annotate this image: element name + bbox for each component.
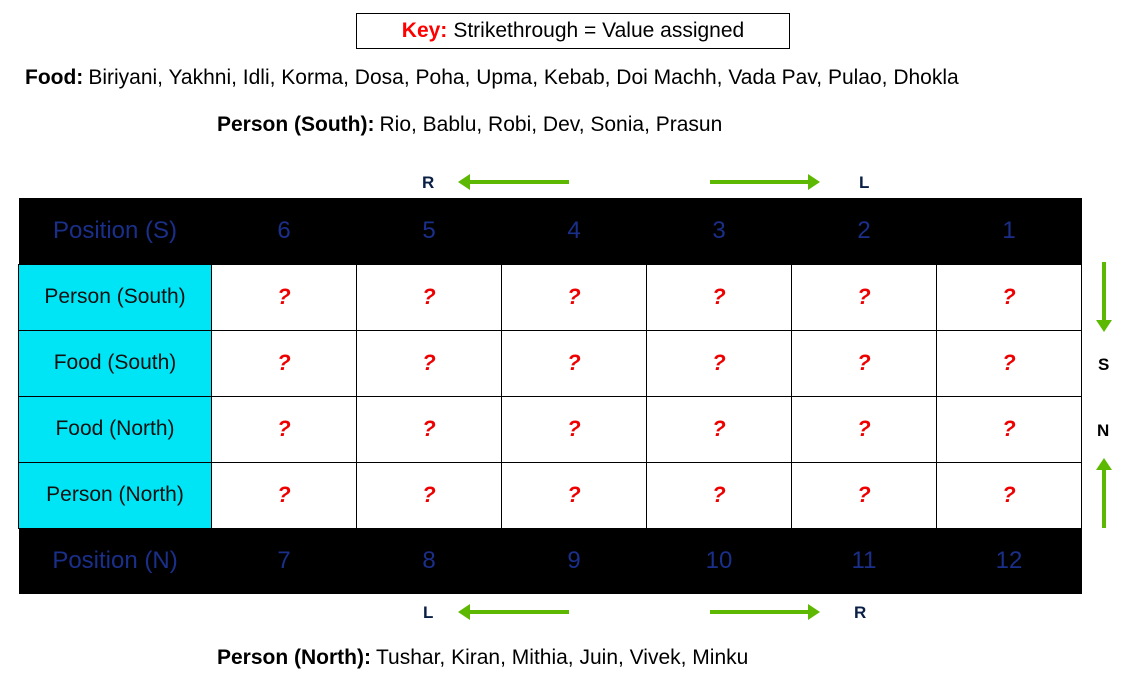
- arrow-left-icon: [458, 604, 569, 620]
- key-legend: Key: Strikethrough = Value assigned: [356, 13, 790, 49]
- position-cell: 5: [356, 198, 502, 264]
- food-north-row: Food (North) ? ? ? ? ? ?: [18, 395, 1082, 463]
- unknown-cell: ?: [646, 461, 792, 529]
- position-cell: 11: [791, 528, 937, 594]
- direction-top-left-label: L: [859, 173, 870, 192]
- position-cell: 3: [646, 198, 792, 264]
- key-text: Strikethrough = Value assigned: [453, 19, 745, 42]
- unknown-cell: ?: [791, 263, 937, 331]
- north-label: N: [1097, 421, 1110, 440]
- unknown-cell: ?: [791, 329, 937, 397]
- arrow-left-icon: [458, 174, 569, 190]
- position-north-label: Position (N): [18, 528, 212, 594]
- unknown-cell: ?: [356, 395, 502, 463]
- arrow-down-icon: [1096, 262, 1112, 332]
- unknown-cell: ?: [356, 329, 502, 397]
- food-south-row: Food (South) ? ? ? ? ? ?: [18, 329, 1082, 397]
- unknown-cell: ?: [936, 461, 1082, 529]
- direction-bottom-right-label: R: [854, 603, 867, 622]
- unknown-cell: ?: [211, 395, 357, 463]
- row-label: Food (South): [18, 329, 212, 397]
- unknown-cell: ?: [211, 329, 357, 397]
- food-items: Biriyani, Yakhni, Idli, Korma, Dosa, Poh…: [88, 66, 959, 89]
- unknown-cell: ?: [501, 329, 647, 397]
- position-north-row: Position (N) 7 8 9 10 11 12: [18, 528, 1082, 594]
- position-cell: 10: [646, 528, 792, 594]
- position-south-row: Position (S) 6 5 4 3 2 1: [18, 198, 1082, 264]
- unknown-cell: ?: [211, 263, 357, 331]
- person-north-label: Person (North):: [217, 646, 371, 669]
- person-south-row: Person (South) ? ? ? ? ? ?: [18, 263, 1082, 331]
- direction-bottom-left-label: L: [423, 603, 434, 622]
- key-label: Key:: [401, 19, 448, 42]
- position-south-label: Position (S): [18, 198, 212, 264]
- position-cell: 9: [501, 528, 647, 594]
- unknown-cell: ?: [356, 461, 502, 529]
- arrow-right-icon: [710, 174, 820, 190]
- unknown-cell: ?: [646, 395, 792, 463]
- arrow-right-icon: [710, 604, 820, 620]
- person-north-items: Tushar, Kiran, Mithia, Juin, Vivek, Mink…: [376, 646, 749, 669]
- arrow-up-icon: [1096, 458, 1112, 528]
- row-label: Person (South): [18, 263, 212, 331]
- unknown-cell: ?: [936, 329, 1082, 397]
- person-south-label: Person (South):: [217, 113, 375, 136]
- food-label: Food:: [25, 66, 84, 89]
- row-label: Person (North): [18, 461, 212, 529]
- position-cell: 8: [356, 528, 502, 594]
- person-north-list: Person (North):Tushar, Kiran, Mithia, Ju…: [217, 646, 748, 670]
- unknown-cell: ?: [791, 461, 937, 529]
- unknown-cell: ?: [646, 329, 792, 397]
- unknown-cell: ?: [211, 461, 357, 529]
- position-cell: 1: [936, 198, 1082, 264]
- position-cell: 12: [936, 528, 1082, 594]
- position-cell: 7: [211, 528, 357, 594]
- south-label: S: [1098, 355, 1110, 374]
- unknown-cell: ?: [936, 263, 1082, 331]
- position-cell: 4: [501, 198, 647, 264]
- direction-top-right-label: R: [422, 173, 435, 192]
- person-south-list: Person (South):Rio, Bablu, Robi, Dev, So…: [217, 113, 722, 137]
- unknown-cell: ?: [501, 395, 647, 463]
- puzzle-grid: Position (S) 6 5 4 3 2 1 Person (South) …: [18, 198, 1082, 594]
- row-label: Food (North): [18, 395, 212, 463]
- position-cell: 6: [211, 198, 357, 264]
- person-south-items: Rio, Bablu, Robi, Dev, Sonia, Prasun: [379, 113, 723, 136]
- unknown-cell: ?: [646, 263, 792, 331]
- position-cell: 2: [791, 198, 937, 264]
- unknown-cell: ?: [936, 395, 1082, 463]
- unknown-cell: ?: [501, 263, 647, 331]
- unknown-cell: ?: [791, 395, 937, 463]
- unknown-cell: ?: [356, 263, 502, 331]
- unknown-cell: ?: [501, 461, 647, 529]
- food-list: Food:Biriyani, Yakhni, Idli, Korma, Dosa…: [25, 66, 959, 90]
- person-north-row: Person (North) ? ? ? ? ? ?: [18, 461, 1082, 529]
